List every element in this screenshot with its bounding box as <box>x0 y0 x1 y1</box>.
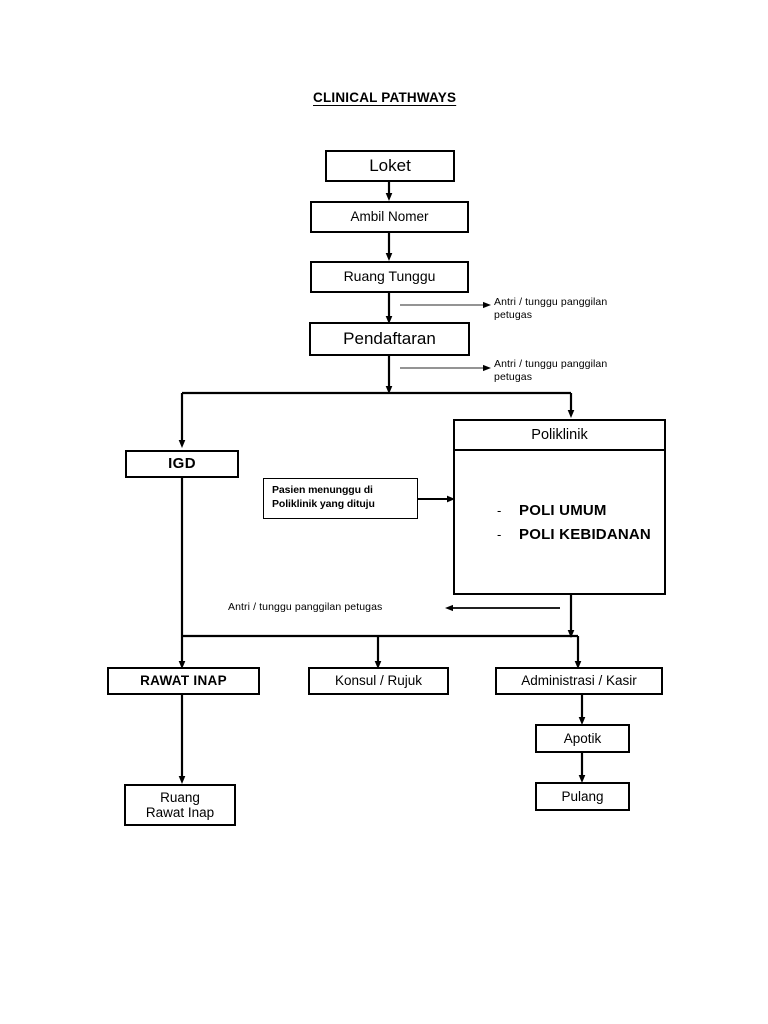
node-administrasi-kasir[interactable]: Administrasi / Kasir <box>495 667 663 695</box>
bullet-dash-icon: - <box>497 526 502 542</box>
bullet-dash-icon: - <box>497 502 502 518</box>
annotation-antri-2: Antri / tunggu panggilan petugas <box>494 358 608 384</box>
annotation-antri-1: Antri / tunggu panggilan petugas <box>494 296 608 322</box>
node-ruang-rawat-inap[interactable]: Ruang Rawat Inap <box>124 784 236 826</box>
node-ambil-nomer[interactable]: Ambil Nomer <box>310 201 469 233</box>
note-pasien-menunggu: Pasien menunggu di Poliklinik yang dituj… <box>263 478 418 519</box>
node-loket[interactable]: Loket <box>325 150 455 182</box>
node-pulang[interactable]: Pulang <box>535 782 630 811</box>
poliklinik-service-list: - POLI UMUM - POLI KEBIDANAN <box>455 451 664 593</box>
page-title: CLINICAL PATHWAYS <box>313 90 457 105</box>
poli-kebidanan-label: POLI KEBIDANAN <box>519 525 651 543</box>
node-ruang-tunggu[interactable]: Ruang Tunggu <box>310 261 469 293</box>
node-igd[interactable]: IGD <box>125 450 239 478</box>
node-pendaftaran[interactable]: Pendaftaran <box>309 322 470 356</box>
node-apotik[interactable]: Apotik <box>535 724 630 753</box>
poliklinik-header-label: Poliklinik <box>455 421 664 451</box>
list-item-poli-umum: - POLI UMUM <box>497 502 664 519</box>
node-poliklinik[interactable]: Poliklinik - POLI UMUM - POLI KEBIDANAN <box>453 419 666 595</box>
poli-umum-label: POLI UMUM <box>519 501 607 519</box>
annotation-antri-3: Antri / tunggu panggilan petugas <box>228 601 383 613</box>
node-rawat-inap[interactable]: RAWAT INAP <box>107 667 260 695</box>
list-item-poli-kebidanan: - POLI KEBIDANAN <box>497 526 664 543</box>
node-konsul-rujuk[interactable]: Konsul / Rujuk <box>308 667 449 695</box>
